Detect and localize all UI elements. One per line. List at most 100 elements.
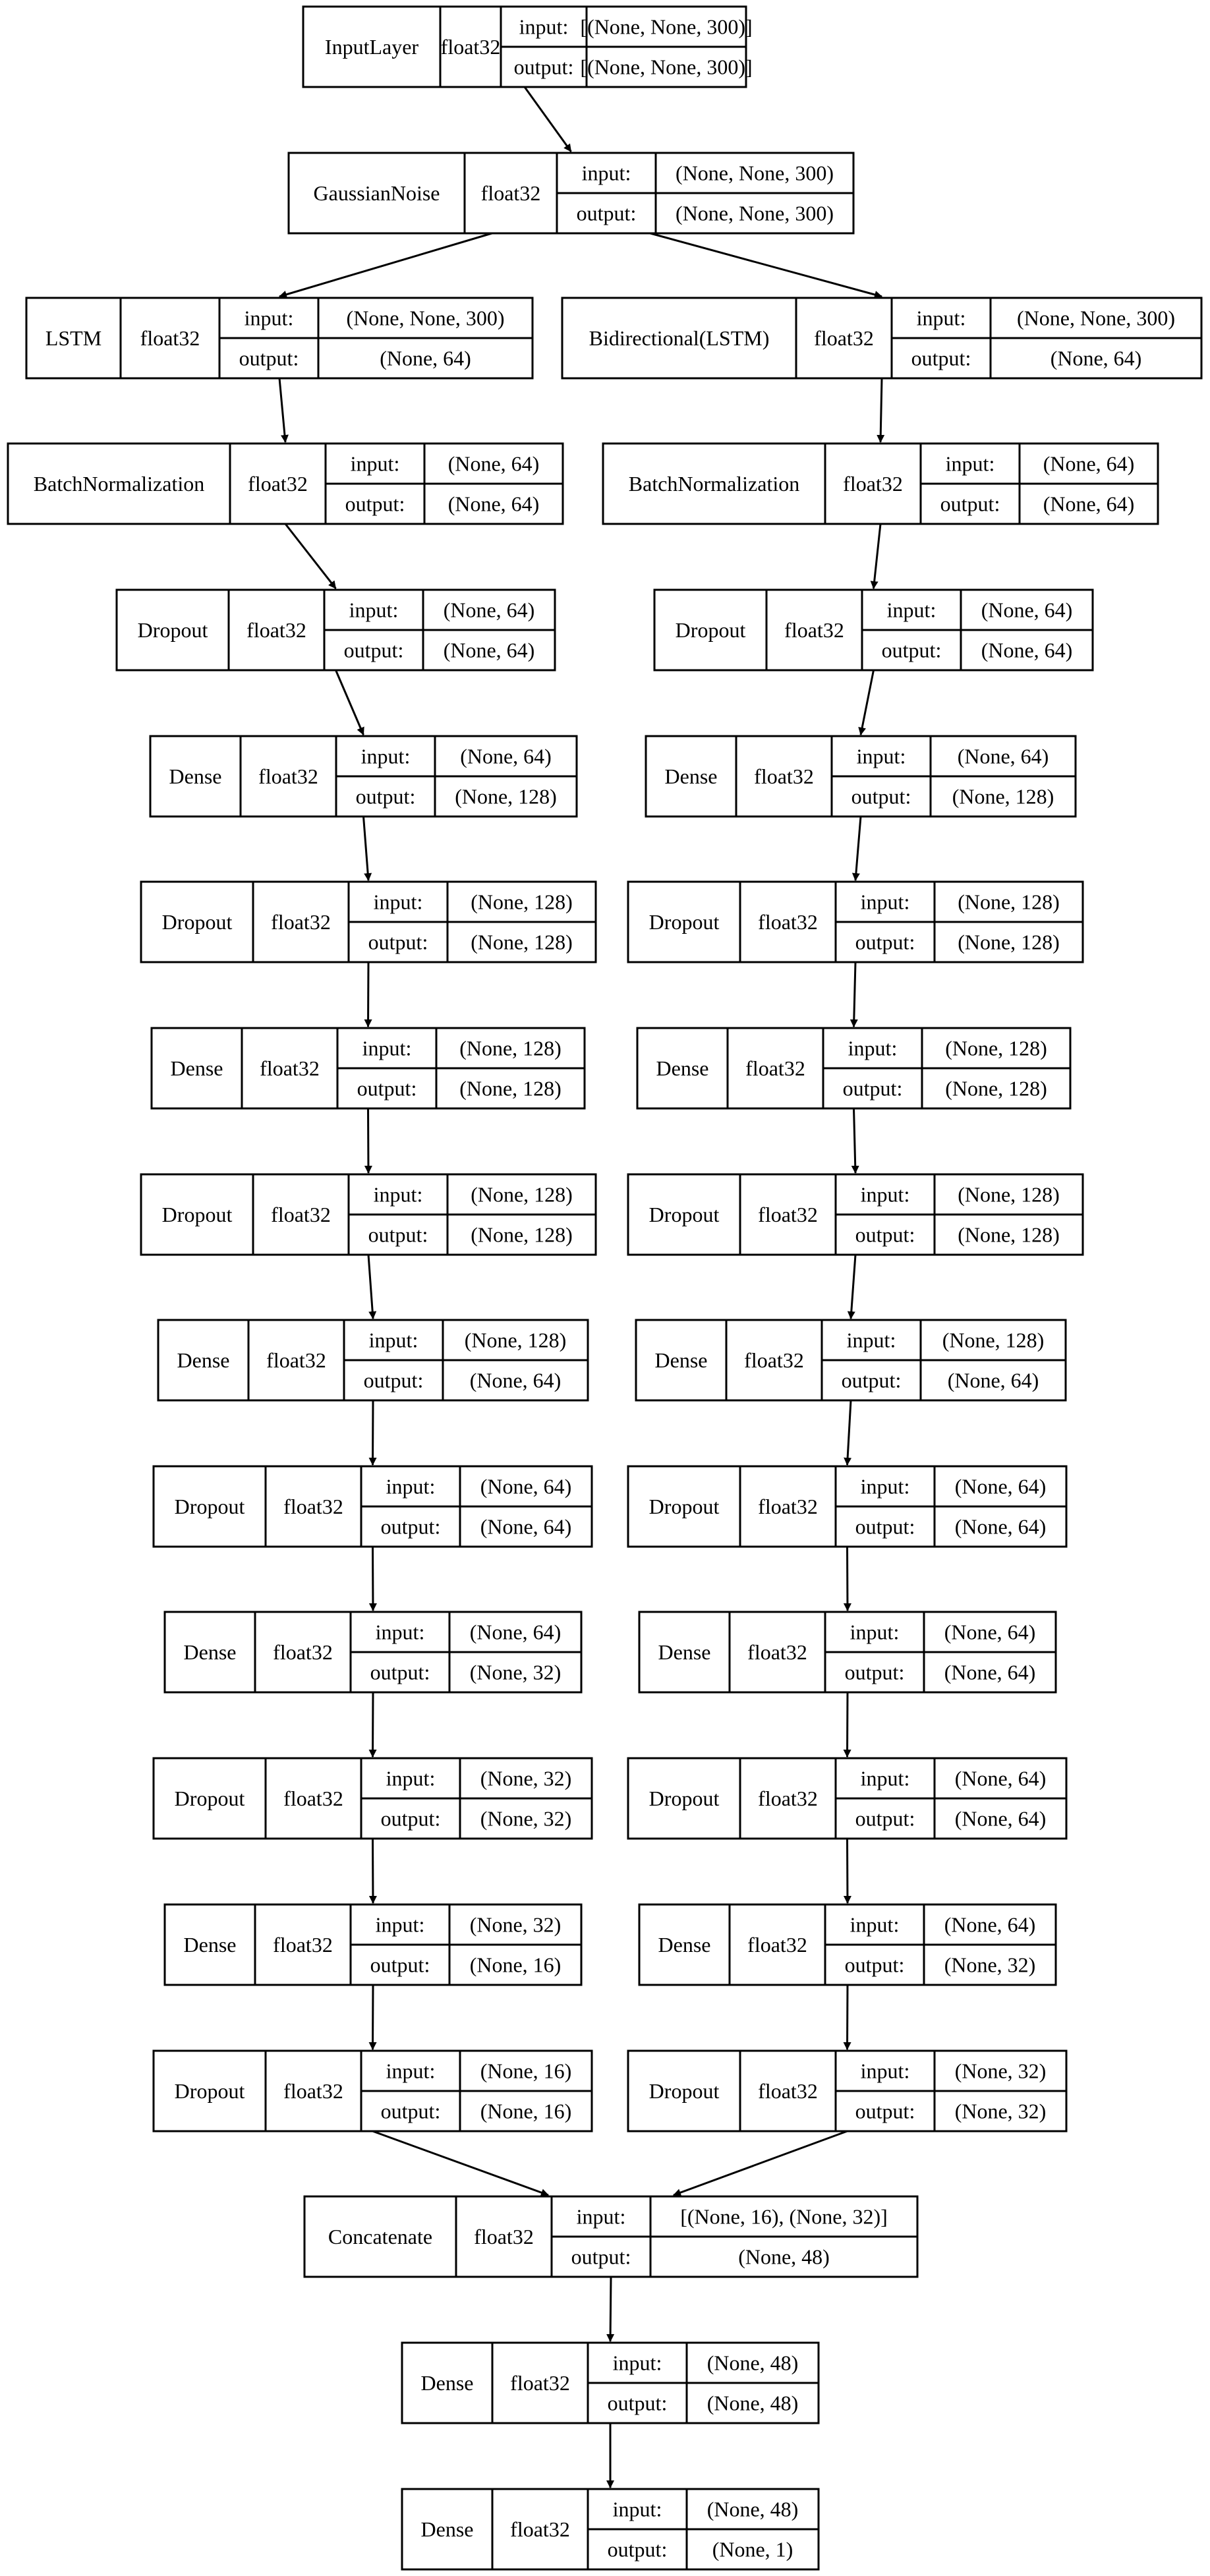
layer-dtype: float32 bbox=[474, 2225, 534, 2248]
output-shape: (None, 128) bbox=[958, 930, 1060, 954]
layer-name: GaussianNoise bbox=[314, 181, 440, 205]
layer-dtype: float32 bbox=[758, 1787, 818, 1810]
input-shape: (None, 128) bbox=[958, 890, 1060, 914]
layer-dtype: float32 bbox=[747, 1933, 807, 1957]
edge-arrow bbox=[364, 1108, 372, 1174]
output-shape: (None, 32) bbox=[470, 1661, 562, 1684]
input-port-label: input: bbox=[857, 745, 906, 768]
edge-arrow bbox=[851, 816, 862, 881]
input-shape: (None, 128) bbox=[471, 890, 573, 914]
output-shape: [(None, None, 300)] bbox=[580, 55, 752, 79]
layer-name: Dense bbox=[658, 1933, 711, 1957]
layer-dtype: float32 bbox=[271, 1203, 331, 1226]
output-port-label: output: bbox=[514, 55, 574, 79]
input-shape: (None, None, 300) bbox=[1017, 306, 1175, 330]
layer-name: Bidirectional(LSTM) bbox=[589, 326, 770, 350]
output-shape: (None, 64) bbox=[955, 1807, 1047, 1831]
edges-layer bbox=[278, 86, 885, 2488]
output-shape: (None, 64) bbox=[944, 1661, 1036, 1684]
edge-arrow bbox=[362, 816, 372, 881]
layer-name: Dense bbox=[421, 2371, 474, 2395]
output-shape: (None, 48) bbox=[707, 2391, 799, 2415]
layer-name: Dense bbox=[184, 1640, 237, 1664]
output-shape: (None, 64) bbox=[981, 639, 1073, 662]
output-shape: (None, 128) bbox=[952, 785, 1054, 809]
layer-name: Dropout bbox=[649, 2079, 720, 2103]
layer-name: Dense bbox=[177, 1348, 230, 1372]
input-shape: (None, 48) bbox=[707, 2351, 799, 2375]
edge-arrow bbox=[877, 378, 885, 443]
output-shape: (None, 64) bbox=[380, 347, 471, 370]
output-port-label: output: bbox=[845, 1953, 905, 1977]
input-shape: (None, 16) bbox=[480, 2059, 572, 2083]
input-port-label: input: bbox=[376, 1913, 425, 1937]
input-shape: (None, 64) bbox=[944, 1620, 1036, 1644]
input-shape: (None, 64) bbox=[1043, 452, 1135, 476]
output-port-label: output: bbox=[911, 347, 971, 370]
input-port-label: input: bbox=[861, 890, 910, 914]
layer-dtype: float32 bbox=[271, 910, 331, 934]
input-shape: (None, 32) bbox=[955, 2059, 1047, 2083]
layer-dtype: float32 bbox=[510, 2517, 570, 2541]
output-shape: (None, 128) bbox=[958, 1223, 1060, 1247]
output-port-label: output: bbox=[239, 347, 299, 370]
output-port-label: output: bbox=[356, 785, 416, 809]
edge-arrow bbox=[335, 670, 364, 735]
layer-node-bidirectional: Bidirectional(LSTM)float32input:output:(… bbox=[561, 297, 1203, 380]
layer-name: Dense bbox=[169, 764, 222, 788]
edge-arrow bbox=[847, 1254, 857, 1319]
input-port-label: input: bbox=[374, 890, 423, 914]
output-shape: (None, 64) bbox=[470, 1369, 562, 1392]
edge-arrow bbox=[523, 86, 572, 152]
layer-dtype: float32 bbox=[758, 1495, 818, 1518]
output-port-label: output: bbox=[855, 2100, 915, 2123]
layer-name: Dropout bbox=[649, 1787, 720, 1810]
edge-arrow bbox=[364, 961, 372, 1027]
input-shape: (None, 128) bbox=[958, 1183, 1060, 1207]
output-shape: (None, 64) bbox=[444, 639, 535, 662]
input-shape: (None, 64) bbox=[955, 1475, 1047, 1499]
layer-name: Dropout bbox=[649, 1203, 720, 1226]
edge-arrow bbox=[606, 2276, 615, 2342]
layer-dtype: float32 bbox=[246, 618, 306, 642]
input-shape: [(None, None, 300)] bbox=[580, 15, 752, 39]
input-port-label: input: bbox=[376, 1620, 425, 1644]
input-port-label: input: bbox=[386, 1767, 436, 1790]
input-port-label: input: bbox=[386, 1475, 436, 1499]
output-shape: (None, 128) bbox=[471, 930, 573, 954]
layer-name: Dropout bbox=[175, 1495, 245, 1518]
edge-arrow bbox=[279, 232, 492, 299]
output-port-label: output: bbox=[855, 1223, 915, 1247]
input-port-label: input: bbox=[245, 306, 294, 330]
layer-dtype: float32 bbox=[283, 2079, 343, 2103]
edge-arrow bbox=[278, 378, 289, 443]
output-shape: (None, 48) bbox=[738, 2245, 830, 2269]
input-shape: (None, 64) bbox=[448, 452, 540, 476]
layer-dtype: float32 bbox=[814, 326, 874, 350]
input-port-label: input: bbox=[577, 2205, 626, 2229]
output-port-label: output: bbox=[381, 1807, 441, 1831]
edge-arrow bbox=[368, 1984, 377, 2050]
layer-name: Dense bbox=[655, 1348, 708, 1372]
input-port-label: input: bbox=[850, 1913, 900, 1937]
input-port-label: input: bbox=[361, 745, 411, 768]
layer-dtype: float32 bbox=[843, 472, 903, 496]
output-port-label: output: bbox=[368, 1223, 428, 1247]
layer-name: Dense bbox=[658, 1640, 711, 1664]
input-shape: (None, 128) bbox=[945, 1037, 1047, 1060]
